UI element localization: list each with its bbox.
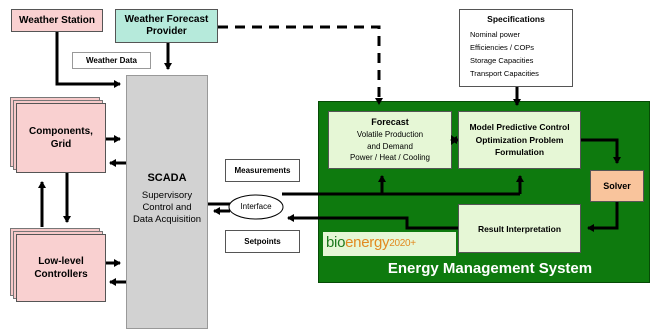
setpoints-label: Setpoints — [225, 230, 300, 253]
spec-item: Transport Capacities — [470, 69, 539, 78]
result-interpretation-box: Result Interpretation — [458, 204, 581, 253]
arrowhead-forecast-to-mpc-tip — [451, 135, 458, 145]
low-level-controllers-box: Low-level Controllers — [16, 234, 106, 302]
spec-item: Storage Capacities — [470, 56, 534, 65]
specifications-box: Specifications Nominal power Efficiencie… — [459, 9, 573, 87]
specifications-title: Specifications — [487, 14, 545, 24]
arrow-weather-station-to-scada — [55, 32, 121, 88]
solver-box: Solver — [590, 170, 644, 202]
mpc-box: Model Predictive Control Optimization Pr… — [458, 111, 581, 169]
bioenergy-logo: bioenergy2020+ — [326, 234, 416, 253]
spec-item: Nominal power — [470, 30, 521, 39]
measurements-label: Measurements — [225, 159, 300, 182]
bioenergy-logo-panel — [323, 232, 456, 256]
components-grid-box: Components, Grid — [16, 103, 106, 173]
weather-station-box: Weather Station — [11, 9, 103, 32]
scada-title: SCADA — [147, 172, 187, 184]
interface-label: Interface — [240, 202, 272, 211]
spec-item: Efficiencies / COPs — [470, 43, 535, 52]
forecast-title: Forecast — [371, 117, 409, 127]
ems-title: Energy Management System — [387, 260, 593, 277]
scada-subtitle: Supervisory Control and Data Acquisition — [132, 190, 202, 225]
forecast-body: Volatile Production and Demand Power / H… — [349, 130, 431, 163]
dashed-arrow-provider-to-forecast — [218, 25, 383, 105]
interface-ellipse — [228, 194, 284, 220]
arrow-solver-to-result — [587, 202, 619, 232]
logo-energy: energy — [345, 234, 390, 251]
forecast-box: Forecast Volatile Production and Demand … — [328, 111, 452, 169]
weather-data-label: Weather Data — [72, 52, 151, 69]
arrow-result-to-interface — [287, 214, 458, 230]
weather-forecast-provider-box: Weather Forecast Provider — [115, 9, 218, 43]
arrow-mpc-to-solver — [581, 138, 621, 164]
scada-block — [126, 75, 208, 329]
logo-bio: bio — [326, 234, 346, 251]
logo-year: 2020+ — [389, 238, 416, 249]
